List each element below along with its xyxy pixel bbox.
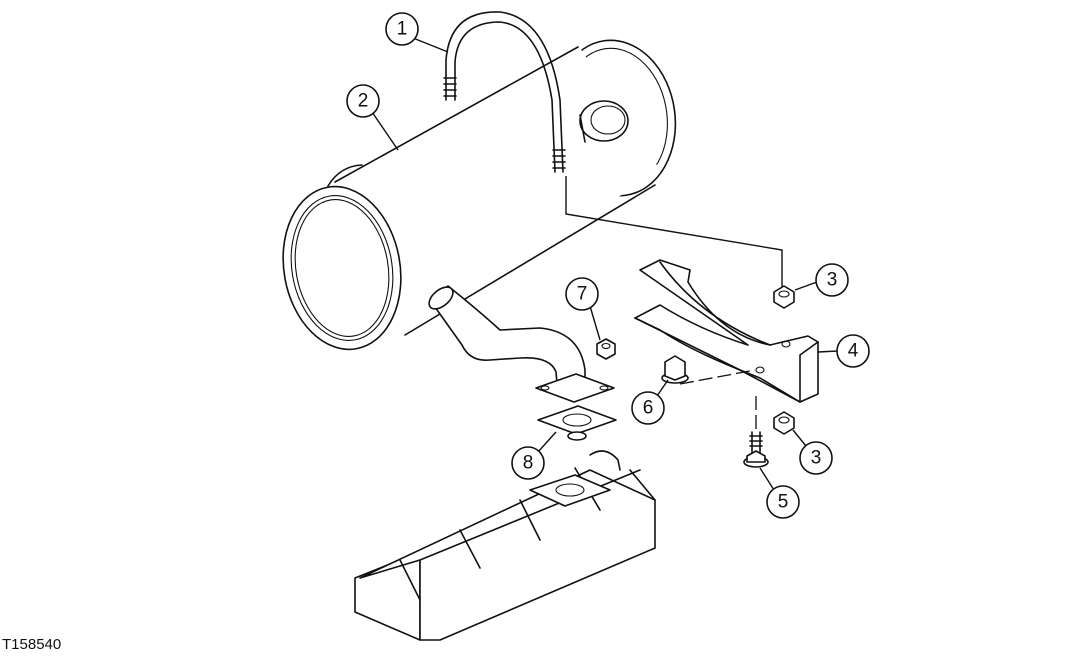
callout-3-upper-label: 3 — [827, 270, 838, 291]
pipe-flange — [535, 373, 615, 403]
callout-7-label: 7 — [577, 284, 588, 305]
u-bolt — [443, 11, 566, 173]
nut-upper — [773, 285, 795, 309]
bolt — [743, 431, 769, 468]
callout-3-upper: 3 — [794, 263, 849, 297]
callout-5: 5 — [759, 467, 800, 519]
figure-id: T158540 — [2, 636, 62, 653]
callout-3-lower-label: 3 — [811, 448, 822, 469]
callout-4: 4 — [817, 334, 870, 368]
callout-8-label: 8 — [523, 453, 534, 474]
exhaust-manifold — [354, 450, 656, 641]
callout-3-lower: 3 — [792, 429, 833, 475]
callout-4-label: 4 — [848, 341, 859, 362]
callout-6: 6 — [631, 379, 669, 425]
nut-lower — [773, 411, 795, 435]
callout-5-label: 5 — [778, 492, 789, 513]
callout-1-label: 1 — [397, 19, 408, 40]
callout-7: 7 — [565, 277, 601, 341]
flange-stud-nut — [596, 338, 616, 360]
muffler-bracket — [634, 259, 819, 403]
callout-2: 2 — [346, 84, 399, 151]
flange-nut — [661, 355, 689, 384]
callout-2-label: 2 — [358, 91, 369, 112]
callout-1: 1 — [385, 12, 449, 53]
gasket — [537, 405, 617, 441]
muffler — [282, 39, 677, 396]
callout-8: 8 — [511, 431, 557, 480]
callout-6-label: 6 — [643, 398, 654, 419]
